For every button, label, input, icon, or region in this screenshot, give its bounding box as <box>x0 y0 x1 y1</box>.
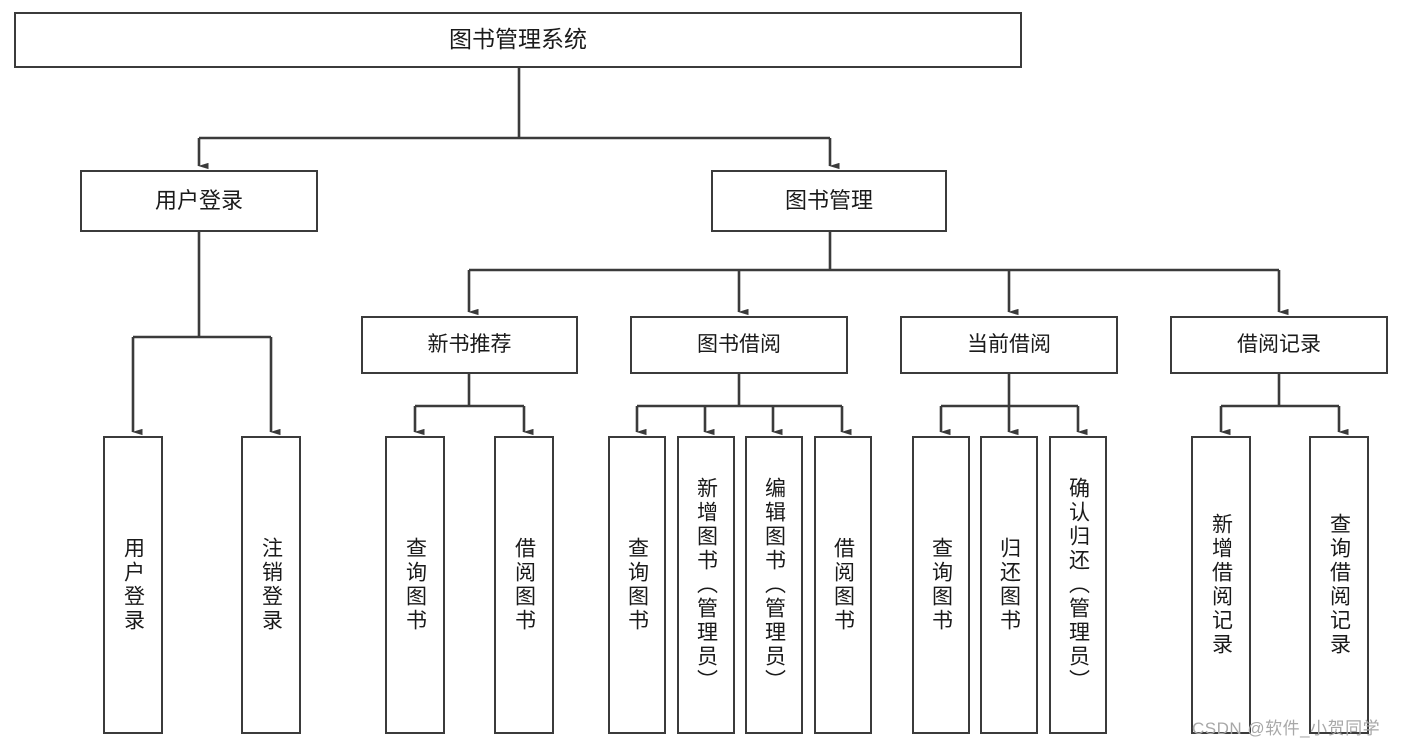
node-label: 借阅图书 <box>512 537 536 633</box>
node-label: 查询图书 <box>929 537 953 633</box>
node-label: 借阅图书 <box>831 537 855 633</box>
leaf-return-book[interactable]: 归还图书 <box>980 436 1038 734</box>
node-current-borrow[interactable]: 当前借阅 <box>900 316 1118 374</box>
node-book-management[interactable]: 图书管理 <box>711 170 947 232</box>
node-label: 图书借阅 <box>697 332 781 356</box>
node-label: 编辑图书（管理员） <box>762 477 786 693</box>
leaf-confirm-return-admin[interactable]: 确认归还（管理员） <box>1049 436 1107 734</box>
node-label: 查询借阅记录 <box>1327 513 1351 657</box>
node-book-borrow[interactable]: 图书借阅 <box>630 316 848 374</box>
node-label: 新增借阅记录 <box>1209 513 1233 657</box>
leaf-query-book-current[interactable]: 查询图书 <box>912 436 970 734</box>
leaf-logout[interactable]: 注销登录 <box>241 436 301 734</box>
leaf-borrow-book-recommend[interactable]: 借阅图书 <box>494 436 554 734</box>
leaf-query-borrow-record[interactable]: 查询借阅记录 <box>1309 436 1369 734</box>
node-label: 查询图书 <box>403 537 427 633</box>
leaf-borrow-book[interactable]: 借阅图书 <box>814 436 872 734</box>
node-label: 当前借阅 <box>967 332 1051 356</box>
leaf-add-book-admin[interactable]: 新增图书（管理员） <box>677 436 735 734</box>
leaf-edit-book-admin[interactable]: 编辑图书（管理员） <box>745 436 803 734</box>
node-label: 归还图书 <box>997 537 1021 633</box>
node-new-book-recommend[interactable]: 新书推荐 <box>361 316 578 374</box>
leaf-query-book-recommend[interactable]: 查询图书 <box>385 436 445 734</box>
node-label: 借阅记录 <box>1237 332 1321 356</box>
node-label: 图书管理 <box>784 188 873 214</box>
node-borrow-record[interactable]: 借阅记录 <box>1170 316 1388 374</box>
node-label: 新增图书（管理员） <box>694 477 718 693</box>
node-label: 新书推荐 <box>427 332 512 356</box>
leaf-add-borrow-record[interactable]: 新增借阅记录 <box>1191 436 1251 734</box>
node-label: 图书管理系统 <box>449 26 587 53</box>
node-label: 注销登录 <box>259 537 283 633</box>
leaf-query-book-borrow[interactable]: 查询图书 <box>608 436 666 734</box>
leaf-user-login[interactable]: 用户登录 <box>103 436 163 734</box>
csdn-watermark: CSDN @软件_小贺同学 <box>1192 719 1381 738</box>
node-user-login[interactable]: 用户登录 <box>80 170 318 232</box>
node-root-book-management-system[interactable]: 图书管理系统 <box>14 12 1022 68</box>
node-label: 用户登录 <box>154 188 243 214</box>
node-label: 查询图书 <box>625 537 649 633</box>
node-label: 用户登录 <box>121 537 145 633</box>
node-label: 确认归还（管理员） <box>1066 477 1090 693</box>
